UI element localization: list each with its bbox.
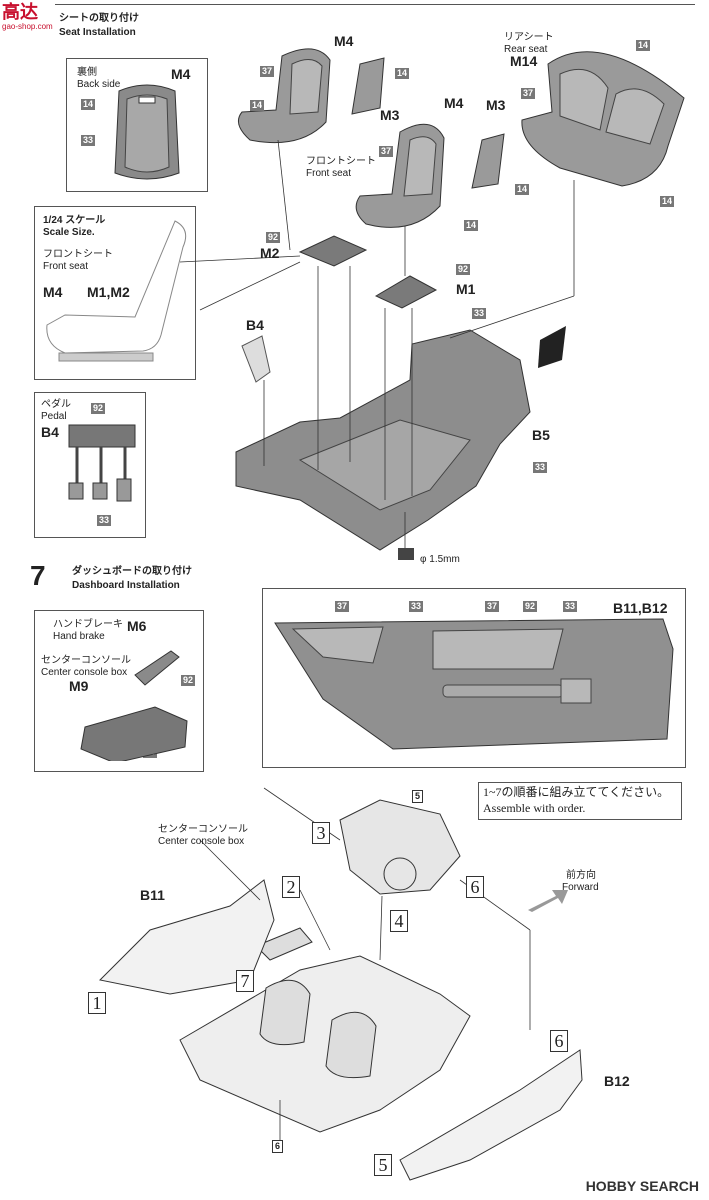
console-m9: M9	[69, 678, 89, 694]
rear-seat-en: Rear seat	[504, 44, 548, 55]
seat-m4-a: M4	[334, 33, 354, 49]
door-label: B11,B12	[613, 600, 668, 616]
scale-part-m4: M4	[43, 284, 63, 300]
part-b11: B11	[140, 887, 165, 903]
forward-jp: 前方向	[566, 870, 596, 881]
logo-url: gao-shop.com	[2, 22, 53, 31]
watermark: HOBBY SEARCH	[585, 1178, 699, 1194]
door-panel-drawing	[274, 618, 674, 750]
part-b4: B4	[246, 317, 264, 333]
console-jp: センターコンソール	[41, 655, 131, 666]
seat-m3-a: M3	[380, 107, 400, 123]
step-5: 5	[374, 1154, 392, 1176]
step-6-b: 6	[550, 1030, 568, 1052]
seat-callout-14-b: 14	[250, 100, 265, 111]
rear-seat-jp: リアシート	[504, 32, 554, 43]
door-callout-37-a: 37	[335, 601, 350, 612]
front-seat-jp: フロントシート	[306, 156, 376, 167]
handbrake-m6: M6	[127, 618, 147, 634]
step-1: 1	[88, 992, 106, 1014]
step-6-box: 6	[272, 1140, 284, 1153]
handbrake-drawing	[80, 650, 188, 761]
step-2: 2	[282, 876, 300, 898]
pedal-drawing	[68, 424, 136, 502]
door-callout-92: 92	[523, 601, 538, 612]
logo-text: 高达	[2, 2, 38, 22]
console-label-en: Center console box	[158, 836, 245, 847]
pin-size: φ 1.5mm	[420, 554, 460, 565]
pedal-callout-33: 33	[97, 515, 112, 526]
step-4: 4	[390, 910, 408, 932]
backside-callout-14: 14	[81, 99, 96, 110]
seat-callout-37-c: 37	[521, 88, 536, 99]
seat-m2: M2	[260, 245, 280, 261]
pedal-callout-92: 92	[91, 403, 106, 414]
backside-part: M4	[171, 66, 191, 82]
seat-callout-14-d: 14	[515, 184, 530, 195]
assembly-note-en: Assemble with order.	[483, 801, 586, 815]
seat-callout-14-f: 14	[660, 196, 675, 207]
step6-title-jp: シートの取り付け	[59, 13, 139, 24]
step7-number: 7	[30, 560, 46, 591]
scale-title-en: Scale Size.	[43, 227, 95, 238]
handbrake-en: Hand brake	[53, 631, 105, 642]
handbrake-panel: ハンドブレーキ Hand brake M6 センターコンソール Center c…	[34, 610, 204, 772]
seat-callout-14-a: 14	[395, 68, 410, 79]
console-en: Center console box	[41, 667, 128, 678]
rail-callout-92-a: 92	[266, 232, 281, 243]
door-panel-frame: B11,B12 37 33 37 92 33	[262, 588, 686, 768]
floor-callout-33-a: 33	[472, 308, 487, 319]
step6-title-en: Seat Installation	[59, 27, 136, 38]
step-6: 6	[466, 876, 484, 898]
console-label-jp: センターコンソール	[158, 824, 248, 835]
scale-sub-jp: フロントシート	[43, 249, 113, 260]
dashboard-assembly-diagram	[98, 787, 583, 1181]
seat-m1: M1	[456, 281, 476, 297]
handbrake-jp: ハンドブレーキ	[53, 619, 123, 630]
seat-m4-b: M4	[444, 95, 464, 111]
pedal-jp: ペダル	[41, 399, 71, 410]
seat-installation-diagram	[179, 48, 685, 560]
seat-back-drawing	[114, 84, 180, 180]
scale-part-m1m2: M1,M2	[87, 284, 130, 300]
forward-en: Forward	[562, 882, 599, 893]
seat-callout-14-c: 14	[464, 220, 479, 231]
door-callout-33-a: 33	[409, 601, 424, 612]
part-b5: B5	[532, 427, 550, 443]
step-3: 3	[312, 822, 330, 844]
site-logo: 高达 gao-shop.com	[2, 2, 54, 36]
handbrake-callout-92: 92	[181, 675, 196, 686]
backside-label-en: Back side	[77, 79, 121, 90]
door-callout-33-b: 33	[563, 601, 578, 612]
assembly-note: 1~7の順番に組み立ててください。 Assemble with order.	[478, 782, 682, 820]
assembly-note-jp: 1~7の順番に組み立ててください。	[483, 785, 670, 799]
front-seat-en: Front seat	[306, 168, 352, 179]
step-7: 7	[236, 970, 254, 992]
step6-header: シートの取り付け Seat Installation	[55, 4, 695, 38]
pedal-en: Pedal	[41, 411, 67, 422]
rail-callout-92-b: 92	[456, 264, 471, 275]
seat-m3-b: M3	[486, 97, 506, 113]
pedal-part: B4	[41, 424, 59, 440]
backside-label-jp: 裏側	[77, 67, 97, 78]
seat-profile-drawing	[46, 220, 187, 362]
step-5-box: 5	[412, 790, 424, 803]
seat-m14: M14	[510, 53, 538, 69]
seat-callout-14-e: 14	[636, 40, 651, 51]
scale-panel: 1/24 スケール Scale Size. フロントシート Front seat…	[34, 206, 196, 380]
pedal-panel: ペダル Pedal B4 92 33	[34, 392, 146, 538]
backside-panel: 裏側 Back side M4 14 33	[66, 58, 208, 192]
floor-callout-33-b: 33	[533, 462, 548, 473]
seat-callout-37-b: 37	[379, 146, 394, 157]
step7-title-jp: ダッシュボードの取り付け	[72, 566, 192, 577]
part-b12: B12	[604, 1073, 630, 1089]
scale-title: 1/24 スケール	[43, 215, 106, 226]
seat-callout-37-a: 37	[260, 66, 275, 77]
step7-title-en: Dashboard Installation	[72, 580, 180, 591]
door-callout-37-b: 37	[485, 601, 500, 612]
backside-callout-33: 33	[81, 135, 96, 146]
scale-sub-en: Front seat	[43, 261, 89, 272]
